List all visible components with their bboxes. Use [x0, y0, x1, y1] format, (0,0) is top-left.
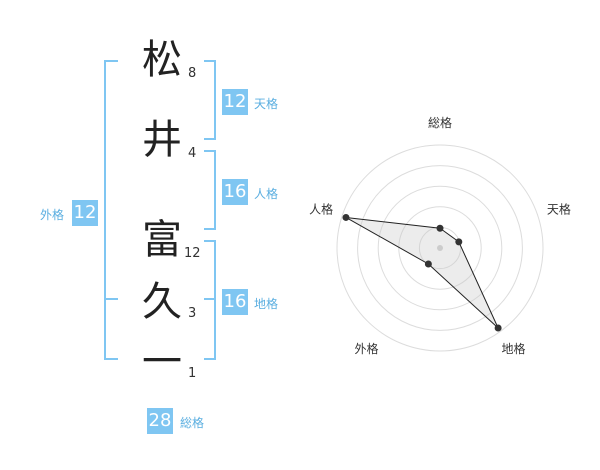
name-char-1: 松	[142, 37, 182, 83]
radar-point-5	[342, 213, 350, 221]
name-char-4: 久	[142, 279, 182, 325]
radar-center	[437, 245, 443, 251]
radar-area	[345, 216, 499, 329]
radar-ring-3	[377, 185, 503, 311]
tenkaku-bracket	[204, 60, 216, 140]
radar-axis-label-5: 人格	[309, 201, 333, 216]
stroke-count-3: 12	[184, 246, 201, 261]
radar-axis-label-2: 天格	[547, 201, 571, 216]
gaikaku-bracket	[104, 60, 118, 360]
tenkaku-value: 12	[222, 89, 248, 115]
stroke-count-5: 1	[188, 366, 197, 381]
chikaku-value: 16	[222, 289, 248, 315]
jinkaku-bracket	[204, 150, 216, 230]
tenkaku-label: 天格	[254, 97, 279, 111]
radar-axis-label-3: 地格	[501, 341, 525, 356]
name-char-3: 富	[142, 217, 182, 263]
stroke-count-4: 3	[188, 306, 197, 321]
jinkaku-value: 16	[222, 179, 248, 205]
stroke-count-2: 4	[188, 146, 197, 161]
chikaku-bracket-tick	[204, 298, 216, 300]
radar-axis-label-4: 外格	[355, 341, 379, 356]
radar-ring-2	[398, 206, 482, 290]
gaikaku-value: 12	[72, 200, 98, 226]
radar-ring-4	[357, 165, 523, 331]
gaikaku-label: 外格	[40, 208, 65, 222]
radar-point-1	[436, 224, 444, 232]
radar-axis-label-1: 総格	[428, 115, 452, 130]
name-char-5: 一	[142, 339, 182, 385]
chikaku-label: 地格	[254, 297, 279, 311]
chikaku-bracket	[204, 240, 216, 360]
gaikaku-bracket-tick	[104, 298, 118, 300]
soukaku-label: 総格	[180, 416, 205, 430]
radar-point-4	[424, 260, 432, 268]
radar-point-2	[455, 238, 463, 246]
soukaku-value: 28	[147, 408, 173, 434]
jinkaku-label: 人格	[254, 187, 279, 201]
radar-ring-5	[336, 144, 544, 352]
name-char-2: 井	[142, 117, 182, 163]
stroke-count-1: 8	[188, 66, 197, 81]
radar-point-3	[494, 324, 502, 332]
